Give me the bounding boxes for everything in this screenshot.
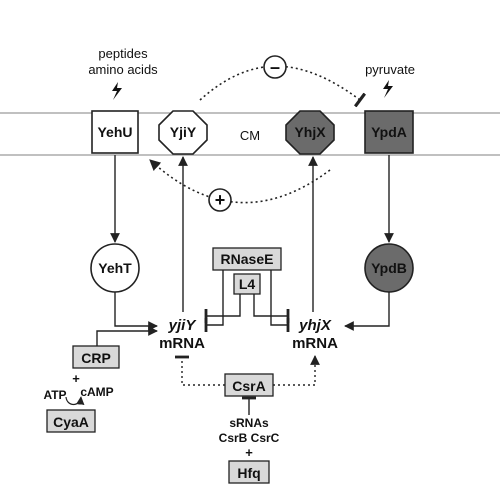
yeht-label: YehT: [98, 260, 132, 276]
csra-label: CsrA: [232, 378, 265, 394]
yhjx-gene-label: yhjX: [298, 317, 332, 334]
ypda-box: [364, 110, 414, 154]
l4-box: [233, 273, 261, 295]
hfq-label: Hfq: [237, 465, 260, 481]
yjiy-label: YjiY: [170, 124, 197, 140]
csrb-csrc-label: CsrB CsrC: [219, 431, 280, 445]
yjiy-octagon: [158, 110, 208, 155]
csra-inhibits-yjiy-line: [175, 355, 225, 386]
signal-amino-acids-label: amino acids: [88, 62, 158, 77]
yeht-to-yjiy-mrna-arrow: [114, 292, 158, 331]
l4-inhibits-yjiy-line: [204, 294, 241, 323]
yehu-label: YehU: [97, 124, 132, 140]
atp-label: ATP: [43, 388, 66, 402]
signal-pyruvate-label: pyruvate: [365, 62, 415, 77]
crp-plus-sign: +: [72, 371, 80, 386]
signal-peptides-label: peptides: [98, 46, 148, 61]
csra-to-yhjx-arrow: [273, 355, 320, 386]
activation-arc: [149, 159, 331, 204]
crp-label: CRP: [81, 350, 111, 366]
ypdb-label: YpdB: [371, 260, 407, 276]
yehu-box: [91, 110, 139, 154]
rnasee-box: [212, 247, 282, 271]
ypdb-to-yhjx-mrna-arrow: [344, 292, 390, 331]
lightning-right-icon: [383, 80, 393, 98]
l4-inhibits-yhjx-line: [253, 294, 290, 323]
membrane-label: CM: [240, 128, 260, 143]
crp-to-yjiy-mrna-line: [96, 326, 158, 346]
camp-label: cAMP: [80, 385, 113, 399]
srnas-plus-sign: +: [245, 445, 253, 460]
yhjx-mrna-label: mRNA: [292, 335, 338, 352]
lightning-left-icon: [112, 82, 122, 100]
yhjx-label: YhjX: [294, 124, 326, 140]
rnasee-inhibits-yjiy-line: [204, 270, 224, 332]
cyaa-box: [46, 409, 96, 433]
ypda-label: YpdA: [371, 124, 407, 140]
hfq-box: [228, 460, 270, 484]
rnasee-inhibits-yhjx-line: [270, 270, 290, 332]
srnas-label: sRNAs: [229, 416, 269, 430]
atp-to-camp-conversion-arrow: [65, 396, 85, 406]
cyaa-label: CyaA: [53, 414, 89, 430]
yjiy-gene-label: yjiY: [168, 317, 198, 334]
rnasee-label: RNaseE: [221, 251, 274, 267]
plus-sign: +: [215, 190, 226, 210]
l4-label: L4: [239, 276, 256, 292]
crp-box: [72, 345, 120, 369]
yhjx-octagon: [285, 110, 335, 155]
plus-circle: [208, 188, 232, 212]
yjiy-mrna-label: mRNA: [159, 335, 205, 352]
minus-sign: –: [270, 57, 280, 77]
minus-circle: [263, 55, 287, 79]
